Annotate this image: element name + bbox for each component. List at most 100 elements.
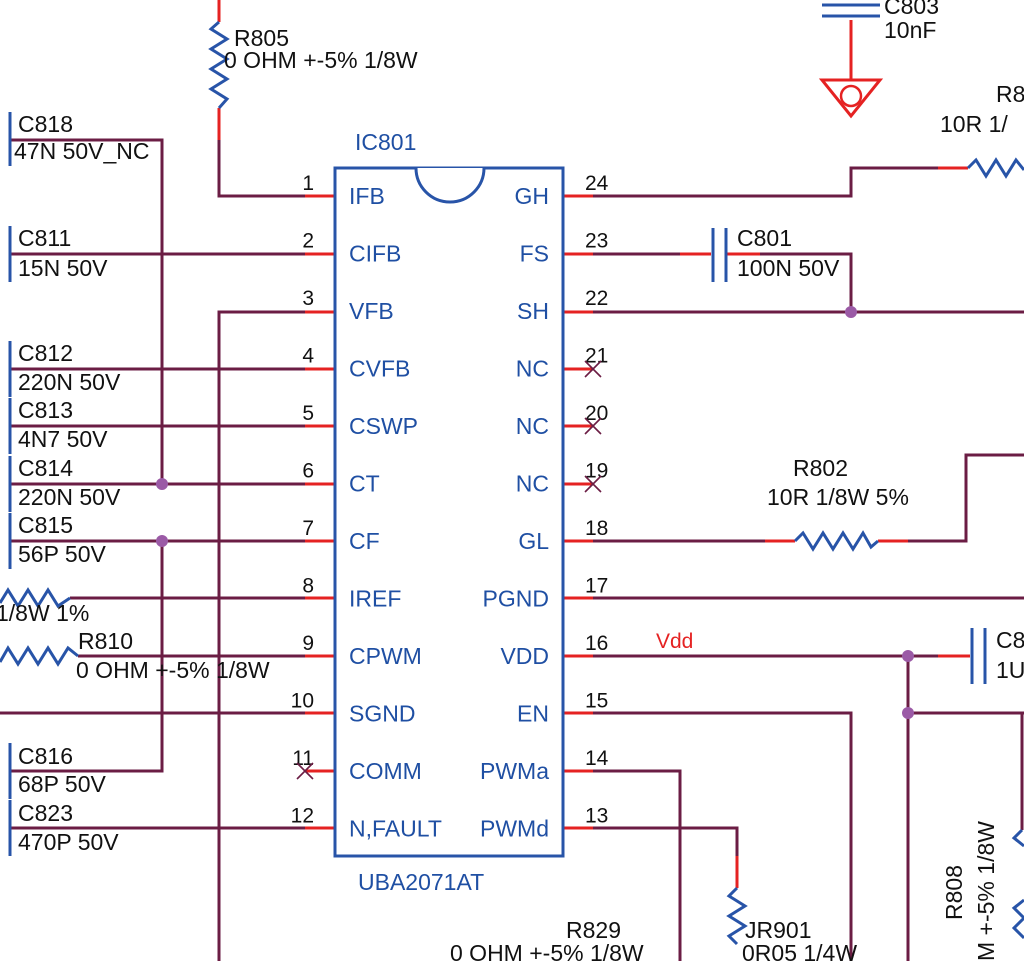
pin-name: CF bbox=[349, 528, 380, 554]
c816-ref: C816 bbox=[18, 743, 73, 769]
no-connect-marks bbox=[296, 360, 602, 780]
pin-number: 23 bbox=[585, 230, 608, 253]
c8-vdd-ref: C8 bbox=[996, 627, 1024, 653]
nc-mark-11 bbox=[296, 762, 314, 780]
resistor-r810: R810 0 OHM +-5% 1/8W bbox=[0, 628, 270, 683]
capacitor-c811: C811 15N 50V bbox=[8, 225, 108, 282]
c818-value: 47N 50V_NC bbox=[14, 138, 150, 164]
pin-number: 6 bbox=[302, 460, 314, 483]
pin-number: 4 bbox=[302, 345, 314, 368]
pin-number: 16 bbox=[585, 632, 608, 655]
pin-name: COMM bbox=[349, 758, 422, 784]
wire-gl-out bbox=[908, 453, 1024, 543]
capacitor-c812: C812 220N 50V bbox=[8, 340, 121, 397]
nc-mark-21 bbox=[584, 360, 602, 378]
ic-notch bbox=[414, 167, 486, 204]
junction-ct bbox=[156, 478, 168, 490]
c811-value: 15N 50V bbox=[18, 255, 108, 281]
pin-name: NC bbox=[516, 356, 549, 382]
wire-vfb bbox=[217, 310, 305, 961]
r829-value: 0 OHM +-5% 1/8W bbox=[450, 940, 644, 961]
c801-value: 100N 50V bbox=[737, 255, 840, 281]
pin-name: EN bbox=[517, 701, 549, 727]
pin-number: 18 bbox=[585, 517, 608, 540]
junction-sh bbox=[845, 306, 857, 318]
pin-number: 15 bbox=[585, 690, 608, 713]
pin-name: SGND bbox=[349, 701, 415, 727]
junction-vdd-branch bbox=[902, 707, 914, 719]
pin-stubs bbox=[217, 0, 970, 888]
pin-number: 1 bbox=[302, 172, 314, 195]
c803-ref: C803 bbox=[884, 0, 939, 19]
pin-name: NC bbox=[516, 413, 549, 439]
c813-ref: C813 bbox=[18, 397, 73, 423]
pin-name: PGND bbox=[483, 586, 549, 612]
c814-value: 220N 50V bbox=[18, 484, 121, 510]
capacitor-c815: C815 56P 50V bbox=[8, 512, 106, 569]
pin-number: 3 bbox=[302, 287, 314, 310]
r8-top-value: 10R 1/ bbox=[940, 111, 1008, 137]
pin-name: CT bbox=[349, 471, 380, 497]
c813-value: 4N7 50V bbox=[18, 426, 108, 452]
capacitor-c801: C801 100N 50V bbox=[711, 225, 840, 282]
resistor-iref: 1/8W 1% bbox=[0, 587, 89, 626]
nc-mark-20 bbox=[584, 417, 602, 435]
c814-ref: C814 bbox=[18, 455, 73, 481]
r805-ref: R805 bbox=[234, 25, 289, 51]
pin-name: CVFB bbox=[349, 356, 410, 382]
r808-value: M +-5% 1/8W bbox=[973, 821, 999, 961]
wire-pwma bbox=[593, 769, 682, 961]
ic-right-pins: 24GH23FS22SH21NC20NC19NC18GL17PGND16VDD1… bbox=[480, 172, 609, 842]
resistor-r805: R805 0 OHM +-5% 1/8W bbox=[208, 20, 418, 109]
pin-name: N,FAULT bbox=[349, 816, 442, 842]
ground-symbol bbox=[818, 52, 884, 119]
pin-number: 11 bbox=[292, 747, 314, 770]
pin-name: IFB bbox=[349, 183, 385, 209]
pin-number: 17 bbox=[585, 575, 608, 598]
pin-number: 13 bbox=[585, 805, 608, 828]
c803-value: 10nF bbox=[884, 17, 936, 43]
c8-vdd-value: 1U bbox=[996, 657, 1024, 683]
c812-ref: C812 bbox=[18, 340, 73, 366]
r808-ref: R808 bbox=[941, 865, 967, 920]
pin-name: CPWM bbox=[349, 643, 422, 669]
capacitor-c818: C818 47N 50V_NC bbox=[8, 111, 150, 166]
pin-number: 14 bbox=[585, 747, 609, 770]
net-label-vdd: Vdd bbox=[656, 630, 693, 653]
pin-name: VDD bbox=[500, 643, 549, 669]
wire-ifb bbox=[217, 140, 305, 198]
pin-number: 12 bbox=[291, 805, 314, 828]
wires bbox=[0, 138, 1024, 961]
pin-number: 24 bbox=[585, 172, 609, 195]
pin-name: CSWP bbox=[349, 413, 418, 439]
pin-name: FS bbox=[520, 241, 549, 267]
r805-value: 0 OHM +-5% 1/8W bbox=[224, 47, 418, 73]
pin-number: 2 bbox=[302, 230, 314, 253]
c818-ref: C818 bbox=[18, 111, 73, 137]
resistor-jr901: JR901 0R05 1/4W bbox=[726, 886, 857, 961]
pin-number: 10 bbox=[291, 690, 314, 713]
jr901-value: 0R05 1/4W bbox=[742, 940, 857, 961]
capacitor-c814: C814 220N 50V bbox=[8, 455, 121, 512]
pin-number: 8 bbox=[302, 575, 314, 598]
pin-name: PWMd bbox=[480, 816, 549, 842]
c815-value: 56P 50V bbox=[18, 541, 106, 567]
c823-value: 470P 50V bbox=[18, 829, 119, 855]
capacitor-c803: C803 10nF bbox=[822, 0, 939, 43]
jr901-ref: JR901 bbox=[745, 917, 811, 943]
resistor-r808: R808 M +-5% 1/8W bbox=[941, 821, 1024, 961]
r810-value: 0 OHM +-5% 1/8W bbox=[76, 657, 270, 683]
ic-reference: IC801 bbox=[355, 129, 416, 155]
resistor-r829: R829 0 OHM +-5% 1/8W bbox=[450, 917, 644, 961]
wire-pwmd bbox=[593, 826, 739, 856]
capacitor-c813: C813 4N7 50V bbox=[8, 397, 108, 454]
pin-name: GH bbox=[515, 183, 550, 209]
iref-resistor-value: 1/8W 1% bbox=[0, 600, 89, 626]
pin-number: 22 bbox=[585, 287, 608, 310]
pin-name: CIFB bbox=[349, 241, 401, 267]
r802-value: 10R 1/8W 5% bbox=[767, 484, 909, 510]
c811-ref: C811 bbox=[18, 225, 71, 251]
pin-name: VFB bbox=[349, 298, 394, 324]
